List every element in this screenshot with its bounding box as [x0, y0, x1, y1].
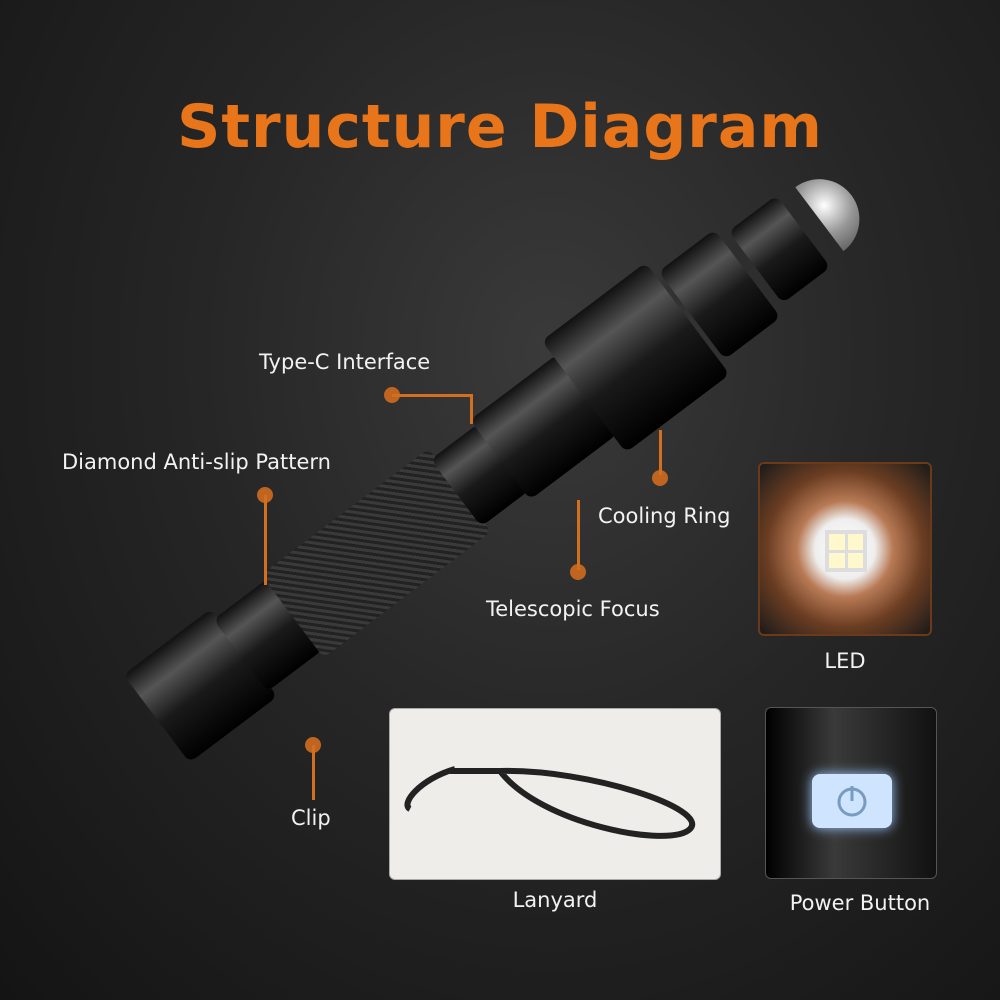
callout-line: [470, 394, 473, 424]
callout-line: [312, 745, 315, 800]
page-title: Structure Diagram: [177, 92, 823, 162]
lanyard-label: Lanyard: [512, 888, 598, 912]
power-icon: [837, 786, 867, 817]
callout-line: [577, 500, 580, 570]
callout-cooling-ring: Cooling Ring: [598, 504, 731, 528]
lanyard-icon: [404, 766, 696, 839]
callout-line: [659, 430, 662, 475]
led-label: LED: [824, 649, 866, 673]
lanyard-image: [389, 708, 721, 880]
power-button-label: Power Button: [789, 891, 931, 915]
callout-telescopic-focus: Telescopic Focus: [486, 597, 660, 621]
led-chip: [825, 530, 867, 572]
callout-line: [264, 495, 267, 585]
callout-dot: [652, 470, 668, 486]
callout-diamond-pattern: Diamond Anti-slip Pattern: [62, 450, 331, 474]
power-button-image: [765, 707, 937, 879]
power-button: [812, 774, 892, 828]
callout-line: [392, 394, 472, 397]
callout-dot: [570, 564, 586, 580]
callout-type-c-interface: Type-C Interface: [259, 350, 431, 374]
callout-clip: Clip: [291, 806, 331, 830]
flashlight-image: [123, 163, 876, 763]
